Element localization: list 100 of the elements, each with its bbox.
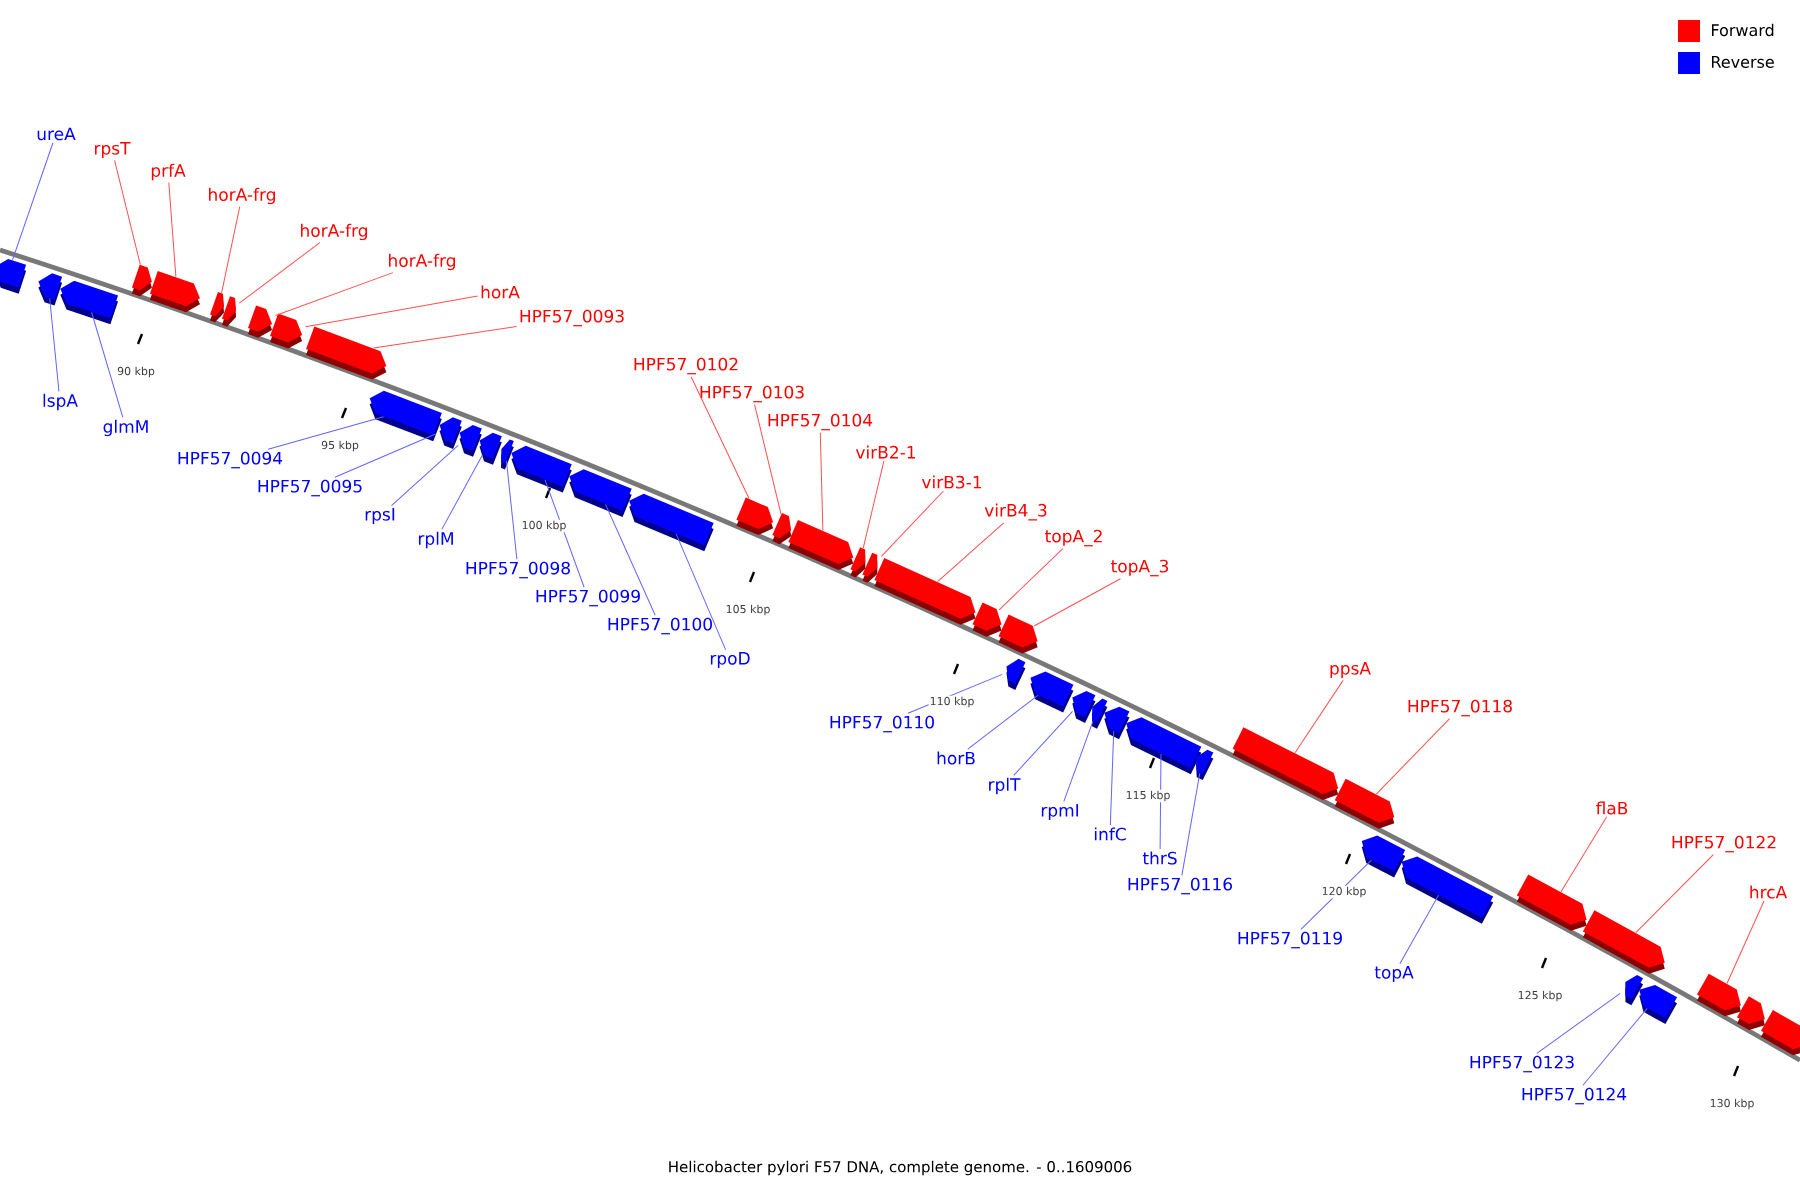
gene-label: HPF57_0100 xyxy=(608,617,712,635)
gene-block xyxy=(1516,874,1587,931)
gene-label: horB xyxy=(937,751,975,765)
leader-line xyxy=(907,673,1003,714)
gene-label: infC xyxy=(1094,827,1126,841)
gene-label: flaB xyxy=(1596,801,1628,815)
gene-block xyxy=(1401,856,1494,924)
leader-line xyxy=(1181,772,1201,876)
gene-block xyxy=(862,552,878,583)
gene-label: thrS xyxy=(1142,851,1177,865)
leader-line xyxy=(1033,578,1121,627)
gene-label: topA_2 xyxy=(1045,529,1102,547)
leader-line xyxy=(305,295,479,328)
leader-line xyxy=(441,454,483,530)
gene-label: HPF57_0103 xyxy=(700,385,804,403)
gene-label: horA-frg xyxy=(301,223,367,241)
leader-line xyxy=(937,522,1005,583)
gene-block xyxy=(210,291,224,323)
gene-block xyxy=(1361,835,1406,878)
gene-label: rpsI xyxy=(365,508,395,524)
gene-block xyxy=(270,313,303,349)
gene-label: ppsA xyxy=(1330,662,1371,678)
gene-block xyxy=(1092,698,1108,729)
leader-line xyxy=(267,416,385,450)
leader-line xyxy=(880,490,944,557)
gene-label: horA-frg xyxy=(209,187,275,205)
gene-block xyxy=(569,469,632,517)
gene-label: virB4_3 xyxy=(984,503,1047,521)
gene-block xyxy=(1072,690,1096,723)
gene-label: HPF57_0099 xyxy=(536,589,640,607)
gene-block xyxy=(629,493,714,552)
leader-line xyxy=(334,433,437,478)
gene-label: HPF57_0116 xyxy=(1128,877,1233,895)
leader-line xyxy=(605,503,656,616)
gene-label: glmM xyxy=(103,419,148,437)
leader-line xyxy=(1399,894,1439,965)
leader-line xyxy=(114,159,141,266)
gene-block xyxy=(1232,727,1339,801)
leader-line xyxy=(819,432,824,531)
gene-label: HPF57_0095 xyxy=(258,479,362,497)
leader-line xyxy=(1726,900,1765,984)
gene-block xyxy=(1696,973,1741,1017)
gene-block xyxy=(131,264,152,297)
gene-block xyxy=(1006,658,1026,690)
gene-label: ureA xyxy=(37,127,76,141)
gene-label: HPF57_0110 xyxy=(830,715,934,733)
gene-block xyxy=(222,296,237,327)
leader-line xyxy=(505,460,518,560)
leader-line xyxy=(1536,992,1621,1054)
gene-block xyxy=(248,305,273,338)
gene-block xyxy=(998,614,1038,654)
gene-block xyxy=(501,439,514,470)
leader-line xyxy=(391,444,459,507)
leader-line xyxy=(862,460,885,549)
gene-block xyxy=(1737,996,1765,1030)
leader-line xyxy=(1375,718,1451,795)
gene-label: prfA xyxy=(151,163,186,181)
gene-label: HPF57_0093 xyxy=(520,309,624,327)
leader-line xyxy=(168,182,177,278)
gene-label: HPF57_0124 xyxy=(1522,1087,1627,1105)
gene-label: virB2-1 xyxy=(855,445,916,459)
gene-block xyxy=(874,558,976,625)
gene-block xyxy=(0,258,27,294)
gene-label: HPF57_0119 xyxy=(1238,931,1342,949)
gene-label: HPF57_0118 xyxy=(1408,699,1512,717)
legend-label: Forward xyxy=(1712,23,1774,37)
gene-block xyxy=(369,390,442,442)
leader-line xyxy=(1560,816,1608,893)
gene-label: topA xyxy=(1374,966,1414,982)
gene-label: HPF57_0102 xyxy=(634,357,738,375)
gene-block xyxy=(850,547,866,578)
gene-block xyxy=(1334,778,1395,829)
gene-label: rpoD xyxy=(710,652,750,668)
gene-label: rplT xyxy=(989,777,1021,795)
leader-line xyxy=(544,479,585,588)
leader-line xyxy=(998,548,1064,611)
leader-line xyxy=(1063,720,1094,803)
gene-block xyxy=(1126,717,1202,775)
gene-block xyxy=(439,417,462,450)
leader-line xyxy=(1582,1007,1648,1086)
gene-label: rpsT xyxy=(95,142,131,158)
leader-line xyxy=(1635,854,1714,934)
leader-line xyxy=(373,325,517,349)
leader-line xyxy=(221,206,241,294)
leader-line xyxy=(754,404,782,515)
leader-line xyxy=(12,142,54,261)
gene-label: hrcA xyxy=(1750,885,1788,899)
gene-label: HPF57_0123 xyxy=(1470,1055,1574,1073)
gene-label: horA-frg xyxy=(389,253,455,271)
leader-line xyxy=(675,533,727,651)
gene-label: rpmI xyxy=(1041,804,1079,820)
leader-line xyxy=(238,242,321,304)
gene-label: HPF57_0098 xyxy=(466,561,570,579)
gene-label: horA xyxy=(481,285,520,299)
leader-line xyxy=(967,694,1039,750)
gene-block xyxy=(1582,910,1665,974)
gene-block xyxy=(972,602,1002,637)
gene-label: topA_3 xyxy=(1111,559,1169,577)
leader-line xyxy=(1300,859,1372,930)
gene-label: HPF57_0122 xyxy=(1672,835,1776,853)
